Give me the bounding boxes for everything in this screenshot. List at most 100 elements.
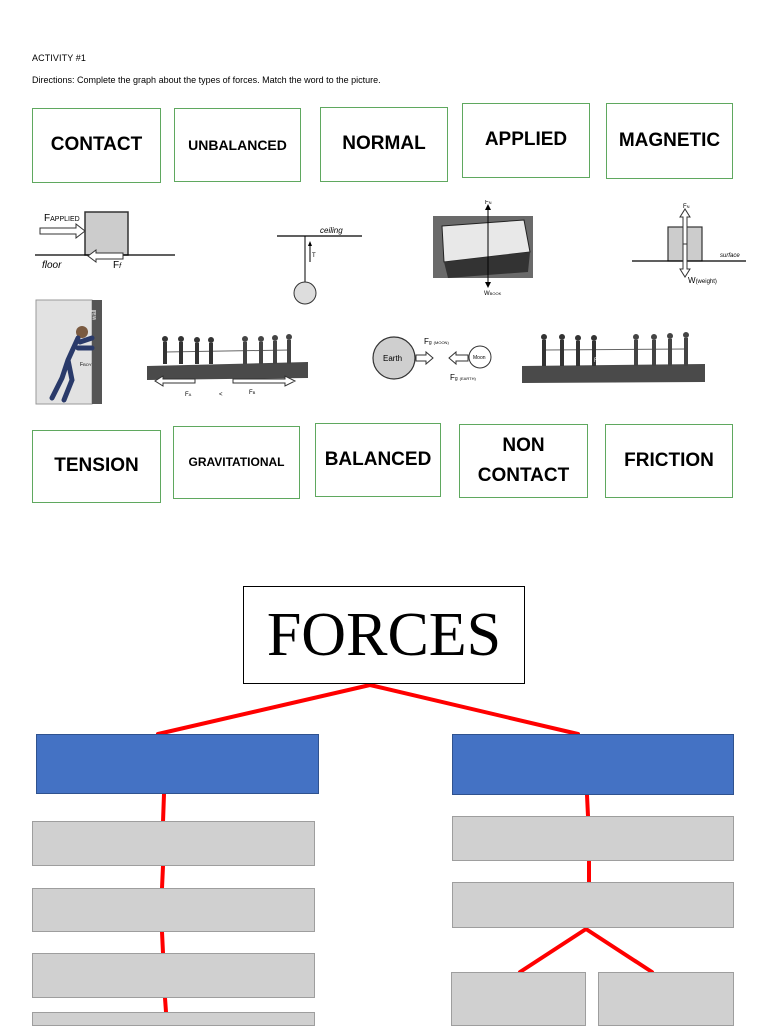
ff-label: F (113, 260, 119, 271)
answer-slot-left-2[interactable] (32, 888, 315, 932)
word-card-contact[interactable]: CONTACT (32, 108, 161, 183)
fn-sub: N (489, 200, 492, 205)
fa-sub: A (598, 358, 601, 363)
word-label: TENSION (54, 455, 139, 477)
rope (164, 349, 291, 353)
t-label: T (312, 253, 316, 259)
category-box-right[interactable] (452, 734, 734, 795)
fb-arrow (232, 375, 297, 387)
answer-slot-right-3b[interactable] (598, 972, 734, 1026)
word-label: UNBALANCED (188, 136, 287, 153)
word-card-unbalanced[interactable]: UNBALANCED (174, 108, 301, 182)
word-card-normal[interactable]: NORMAL (320, 107, 448, 182)
word-card-non-contact[interactable]: NON CONTACT (459, 424, 588, 498)
directions-text: Directions: Complete the graph about the… (32, 75, 381, 85)
fa-sub: A (189, 392, 192, 397)
svg-text:Ff: Ff (113, 260, 122, 271)
word-label: BALANCED (324, 448, 432, 470)
boy-head (76, 326, 88, 338)
category-box-left[interactable] (36, 734, 319, 794)
f-sub: BOY (83, 362, 92, 367)
eq-label: = (611, 358, 615, 364)
wall (92, 300, 102, 404)
word-label: FRICTION (624, 449, 714, 471)
fg-earth-note: (EARTH) (460, 376, 477, 381)
activity-title: ACTIVITY #1 (32, 53, 86, 63)
ground (522, 364, 705, 383)
earth (372, 336, 416, 380)
word-label: NON CONTACT (477, 434, 570, 486)
word-label: MAGNETIC (618, 129, 721, 151)
applied-label: F (44, 213, 50, 224)
fg-moon-arrow (415, 350, 434, 366)
push-wall-picture[interactable]: wall FBOY (34, 298, 106, 408)
answer-slot-right-1[interactable] (452, 816, 734, 861)
weight-arrow (679, 243, 691, 278)
word-card-applied[interactable]: APPLIED (462, 103, 590, 178)
earth-label: Earth (383, 354, 402, 363)
w-label: W (688, 276, 696, 285)
svg-text:FN: FN (683, 204, 690, 210)
forces-title: FORCES (266, 600, 502, 669)
normal-force-picture[interactable]: surface FN W(weight) (628, 199, 748, 289)
w-arrowhead (485, 282, 491, 288)
word-card-balanced[interactable]: BALANCED (315, 423, 441, 497)
surface-label: surface (720, 253, 740, 259)
boy-body (49, 335, 95, 403)
connector-right-column (518, 793, 654, 974)
svg-text:FB: FB (622, 358, 629, 364)
fb-sub: B (626, 358, 629, 363)
w-label: W (484, 291, 490, 297)
fg-earth-label: F (450, 373, 455, 382)
balanced-tug-picture[interactable]: FA = FB (520, 328, 707, 386)
fb-sub: B (253, 390, 256, 395)
normal-arrow (679, 208, 691, 245)
fg-moon-sub: g (429, 340, 432, 346)
tension-picture[interactable]: ceiling T (272, 222, 367, 307)
team-left (162, 336, 214, 364)
word-label: NORMAL (342, 133, 426, 155)
mass-ball (293, 281, 317, 305)
word-card-tension[interactable]: TENSION (32, 430, 161, 503)
lt-label: < (219, 392, 223, 398)
connector-right-branch (368, 683, 580, 736)
answer-slot-right-2[interactable] (452, 882, 734, 928)
answer-slot-right-3a[interactable] (451, 972, 586, 1026)
answer-slot-left-3[interactable] (32, 953, 315, 998)
fn-label: F (683, 204, 687, 210)
room-background (35, 299, 93, 405)
svg-text:FN: FN (485, 200, 492, 206)
svg-text:FAPPLIED: FAPPLIED (44, 213, 80, 224)
word-card-gravitational[interactable]: GRAVITATIONAL (173, 426, 300, 499)
fg-earth-sub: g (455, 376, 458, 382)
fa-label: F (594, 358, 598, 364)
book-picture[interactable]: FN WBOOK (430, 200, 535, 298)
fb-label: F (622, 358, 626, 364)
fa-arrow (154, 375, 196, 387)
team-right (633, 332, 689, 366)
table-shape (444, 252, 530, 278)
f-label: F (80, 362, 83, 368)
svg-text:WBOOK: WBOOK (484, 291, 502, 297)
answer-slot-left-1[interactable] (32, 821, 315, 866)
rope (543, 348, 687, 351)
w-sub: (weight) (696, 279, 717, 285)
svg-text:FBOY: FBOY (80, 362, 92, 368)
svg-text:W(weight): W(weight) (688, 276, 717, 285)
moon-label: Moon (473, 355, 486, 361)
friction-picture[interactable]: FAPPLIED floor Ff (30, 203, 180, 275)
word-card-friction[interactable]: FRICTION (605, 424, 733, 498)
applied-arrow (39, 222, 86, 240)
fn-label: F (485, 200, 489, 206)
svg-text:FA: FA (185, 392, 192, 398)
fn-arrowhead (485, 204, 491, 210)
unbalanced-tug-picture[interactable]: FA < F B (145, 330, 310, 398)
word-label: APPLIED (484, 129, 568, 151)
fn-sub: N (687, 204, 690, 209)
word-card-magnetic[interactable]: MAGNETIC (606, 103, 733, 179)
fa-label: F (185, 392, 189, 398)
gravity-picture[interactable]: Earth Moon Fg(MOON) Fg(EARTH) (368, 328, 496, 390)
svg-text:FA: FA (594, 358, 601, 364)
wall-label: wall (92, 310, 98, 321)
